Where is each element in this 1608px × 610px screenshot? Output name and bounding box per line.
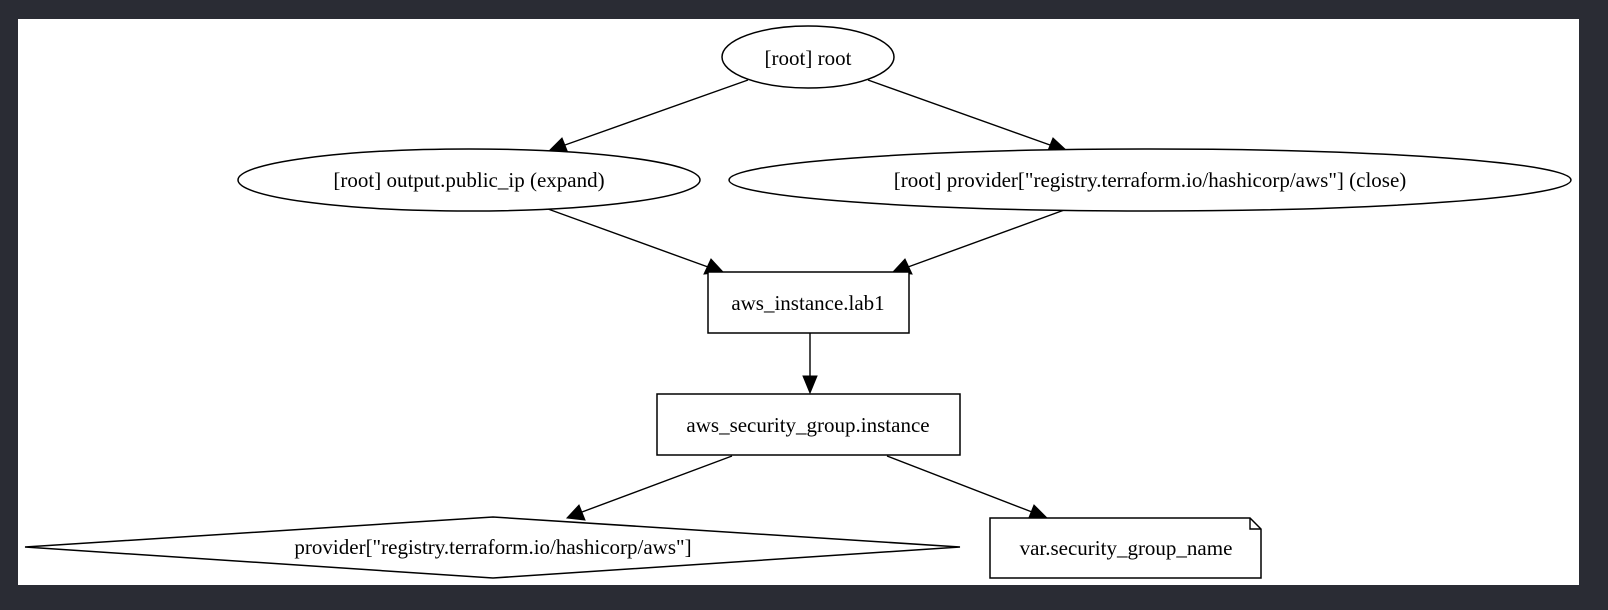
node-provider: provider["registry.terraform.io/hashicor…: [24, 516, 961, 579]
edge-root-to-provider-close: [867, 79, 1051, 146]
node-output-public-ip-label: [root] output.public_ip (expand): [333, 168, 604, 192]
node-provider-close-label: [root] provider["registry.terraform.io/h…: [894, 168, 1407, 192]
arrowhead-instance-to-security-group: [802, 375, 818, 395]
node-output-public-ip: [root] output.public_ip (expand): [237, 148, 701, 212]
edge-security-group-to-provider: [581, 455, 733, 513]
edges: [547, 79, 1068, 521]
node-aws-security-group: aws_security_group.instance: [656, 393, 961, 456]
node-provider-label: provider["registry.terraform.io/hashicor…: [294, 535, 691, 559]
node-aws-instance-label: aws_instance.lab1: [731, 291, 884, 315]
node-root: [root] root: [721, 25, 895, 89]
node-var-security-group-name: var.security_group_name: [989, 517, 1262, 579]
node-aws-security-group-label: aws_security_group.instance: [686, 413, 929, 437]
node-var-security-group-name-label: var.security_group_name: [1020, 536, 1233, 560]
note-fold-icon: [1249, 518, 1261, 530]
edge-output-to-instance: [547, 208, 709, 268]
node-provider-close: [root] provider["registry.terraform.io/h…: [728, 148, 1572, 212]
edge-security-group-to-variable: [886, 455, 1033, 513]
edge-provider-close-to-instance: [907, 208, 1068, 268]
arrowhead-security-group-to-provider: [565, 504, 586, 521]
node-aws-instance: aws_instance.lab1: [707, 271, 910, 334]
edge-root-to-output: [564, 79, 749, 146]
node-root-label: [root] root: [765, 46, 852, 70]
